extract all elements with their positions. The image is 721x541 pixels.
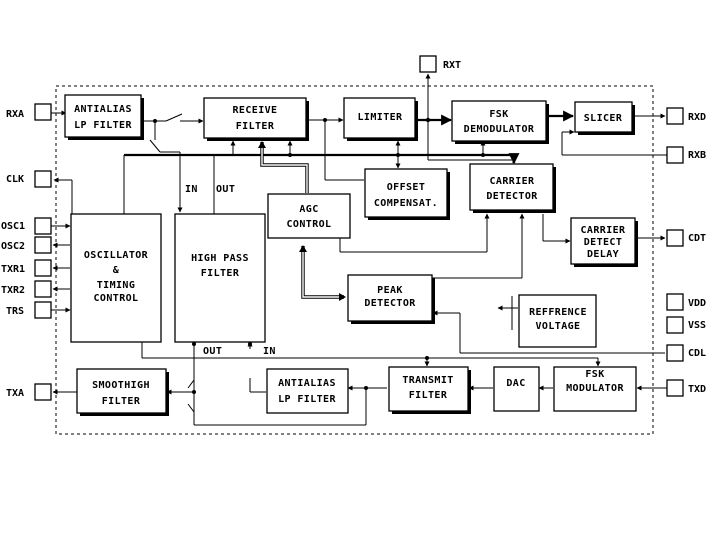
- fsk-demod-label-2: DEMODULATOR: [464, 124, 535, 135]
- block-high-pass-filter: HIGH PASS FILTER: [174, 213, 266, 343]
- pin-osc2: OSC2: [1, 236, 52, 254]
- pin-txa: TXA: [6, 383, 52, 401]
- pin-osc1-label: OSC1: [1, 221, 25, 232]
- transmit-filter-label-2: FILTER: [409, 390, 448, 401]
- pin-cdl-label: CDL: [688, 348, 706, 359]
- pin-vss-label: VSS: [688, 320, 706, 331]
- fsk-demod-label-1: FSK: [489, 109, 508, 120]
- transmit-filter-label-1: TRANSMIT: [402, 375, 453, 386]
- slicer-label: SLICER: [584, 113, 623, 124]
- hpf-label-1: HIGH PASS: [191, 253, 249, 264]
- dac-label: DAC: [506, 378, 525, 389]
- offset-comp-label-2: COMPENSAT.: [374, 198, 438, 209]
- carrier-detector-label-2: DETECTOR: [486, 191, 538, 202]
- ref-voltage-label-2: VOLTAGE: [536, 321, 581, 332]
- hpf-in-label: IN: [185, 184, 198, 195]
- pin-rxd: RXD: [666, 107, 706, 125]
- oscillator-label-4: CONTROL: [94, 293, 139, 304]
- pin-vdd: VDD: [666, 293, 706, 311]
- pin-txd: TXD: [666, 379, 706, 397]
- block-peak-detector: PEAK DETECTOR: [347, 274, 435, 324]
- limiter-label: LIMITER: [358, 112, 404, 123]
- pin-cdt-label: CDT: [688, 233, 706, 244]
- chip-boundary: [55, 85, 654, 435]
- block-transmit-filter: TRANSMIT FILTER: [388, 366, 471, 414]
- hpf-out-label: OUT: [216, 184, 235, 195]
- fsk-mod-label-1: FSK: [585, 369, 604, 380]
- block-oscillator: OSCILLATOR & TIMING CONTROL: [70, 213, 162, 343]
- peak-detector-label-2: DETECTOR: [364, 298, 416, 309]
- cdd-label-1: CARRIER: [581, 225, 627, 236]
- pin-trs-label: TRS: [6, 306, 24, 317]
- pin-txa-label: TXA: [6, 388, 24, 399]
- pin-txr1: TXR1: [1, 259, 52, 277]
- pin-rxb: RXB: [666, 146, 706, 164]
- block-reference-voltage: REFFRENCE VOLTAGE: [518, 294, 597, 348]
- offset-comp-label-1: OFFSET: [387, 182, 426, 193]
- oscillator-label-3: TIMING: [97, 280, 136, 291]
- block-carrier-detect-delay: CARRIER DETECT DELAY: [570, 217, 638, 267]
- hpf-label-2: FILTER: [201, 268, 240, 279]
- antialias-rx-label-2: LP FILTER: [74, 120, 132, 131]
- port-labels: IN OUT OUT IN: [185, 184, 276, 357]
- pin-rxb-label: RXB: [688, 150, 706, 161]
- pin-cdl: CDL: [666, 344, 706, 362]
- pin-rxd-label: RXD: [688, 112, 706, 123]
- block-antialias-tx: ANTIALIAS LP FILTER: [266, 368, 349, 414]
- block-slicer: SLICER: [574, 101, 635, 135]
- receive-filter-label-1: RECEIVE: [233, 105, 278, 116]
- block-dac: DAC: [493, 366, 540, 412]
- agc-label-1: AGC: [299, 204, 318, 215]
- pin-vdd-label: VDD: [688, 298, 706, 309]
- block-carrier-detector: CARRIER DETECTOR: [469, 163, 556, 213]
- block-smoothing-filter: SMOOTHIGH FILTER: [76, 368, 169, 416]
- block-offset-compensat: OFFSET COMPENSAT.: [364, 168, 450, 220]
- junction-dots: [153, 117, 485, 394]
- pin-osc2-label: OSC2: [1, 241, 25, 252]
- smoothing-label-2: FILTER: [102, 396, 141, 407]
- pin-rxa-label: RXA: [6, 109, 24, 120]
- antialias-tx-label-1: ANTIALIAS: [278, 378, 336, 389]
- antialias-tx-label-2: LP FILTER: [278, 394, 336, 405]
- pin-vss: VSS: [666, 316, 706, 334]
- block-fsk-modulator: FSK MODULATOR: [553, 366, 637, 412]
- peak-detector-label-1: PEAK: [377, 285, 403, 296]
- pin-rxt: RXT: [419, 55, 461, 73]
- block-limiter: LIMITER: [343, 97, 418, 141]
- pin-rxt-label: RXT: [443, 60, 461, 71]
- pin-cdt: CDT: [666, 229, 706, 247]
- pin-txr1-label: TXR1: [1, 264, 25, 275]
- block-receive-filter: RECEIVE FILTER: [203, 97, 309, 141]
- pin-trs: TRS: [6, 301, 52, 319]
- receive-filter-label-2: FILTER: [236, 121, 275, 132]
- fsk-mod-label-2: MODULATOR: [566, 383, 624, 394]
- pin-clk: CLK: [6, 170, 52, 188]
- antialias-rx-label-1: ANTIALIAS: [74, 104, 132, 115]
- cdd-label-3: DELAY: [587, 249, 619, 260]
- hpf-out-bottom-label: OUT: [203, 346, 222, 357]
- agc-label-2: CONTROL: [287, 219, 332, 230]
- block-antialias-rx: ANTIALIAS LP FILTER: [64, 94, 144, 140]
- ref-voltage-label-1: REFFRENCE: [529, 307, 587, 318]
- pin-txr2: TXR2: [1, 280, 52, 298]
- oscillator-label-1: OSCILLATOR: [84, 250, 149, 261]
- oscillator-label-2: &: [113, 265, 120, 276]
- pin-txr2-label: TXR2: [1, 285, 25, 296]
- pins: RXA RXT RXD RXB CLK OSC1 OSC2 TXR1: [1, 55, 706, 401]
- pin-clk-label: CLK: [6, 174, 24, 185]
- block-fsk-demodulator: FSK DEMODULATOR: [451, 100, 549, 144]
- carrier-detector-label-1: CARRIER: [490, 176, 536, 187]
- hpf-in-bottom-label: IN: [263, 346, 276, 357]
- pin-osc1: OSC1: [1, 217, 52, 235]
- pin-txd-label: TXD: [688, 384, 706, 395]
- smoothing-label-1: SMOOTHIGH: [92, 380, 150, 391]
- pin-rxa: RXA: [6, 103, 52, 121]
- block-agc-control: AGC CONTROL: [267, 193, 351, 239]
- cdd-label-2: DETECT: [584, 237, 623, 248]
